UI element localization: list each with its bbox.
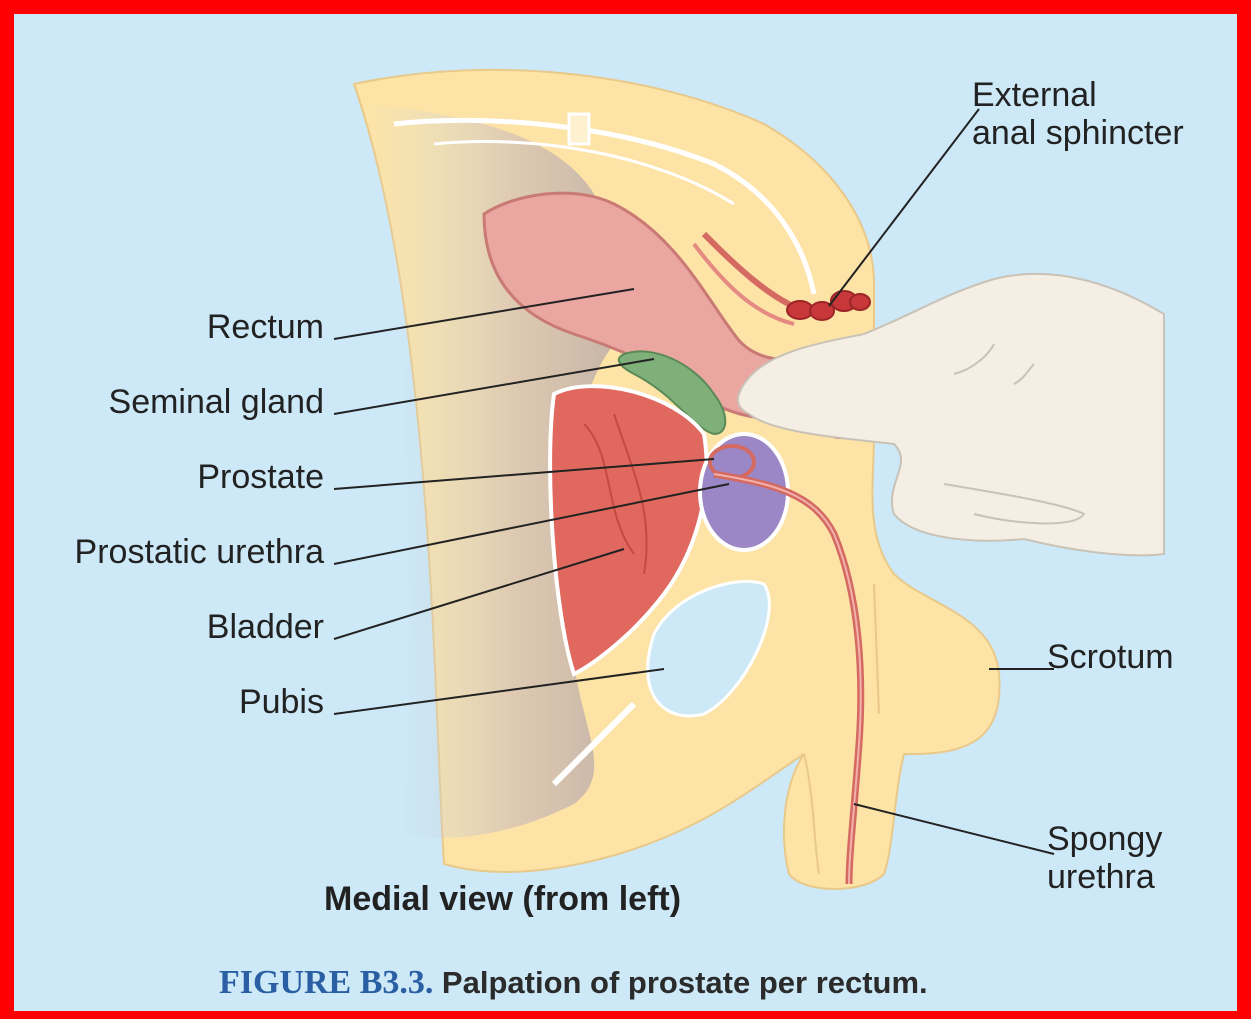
label-bladder: Bladder <box>54 608 324 646</box>
view-caption: Medial view (from left) <box>324 880 681 919</box>
figure-number: FIGURE B3.3. <box>219 964 433 1001</box>
label-seminal-gland: Seminal gland <box>34 383 324 421</box>
label-external-anal-sphincter: External anal sphincter <box>972 76 1184 152</box>
label-pubis: Pubis <box>54 683 324 721</box>
label-line-1: External <box>972 76 1184 114</box>
label-line-2: urethra <box>1047 858 1162 896</box>
figure-caption: FIGURE B3.3. Palpation of prostate per r… <box>219 964 928 1002</box>
sacral-vertebra-mark <box>569 114 589 144</box>
label-scrotum: Scrotum <box>1047 638 1174 676</box>
label-rectum: Rectum <box>114 308 324 346</box>
label-line-2: anal sphincter <box>972 114 1184 152</box>
figure-text: Palpation of prostate per rectum. <box>442 965 928 1000</box>
label-spongy-urethra: Spongy urethra <box>1047 820 1162 896</box>
label-prostatic-urethra: Prostatic urethra <box>18 533 324 571</box>
label-line-1: Spongy <box>1047 820 1162 858</box>
label-prostate: Prostate <box>54 458 324 496</box>
